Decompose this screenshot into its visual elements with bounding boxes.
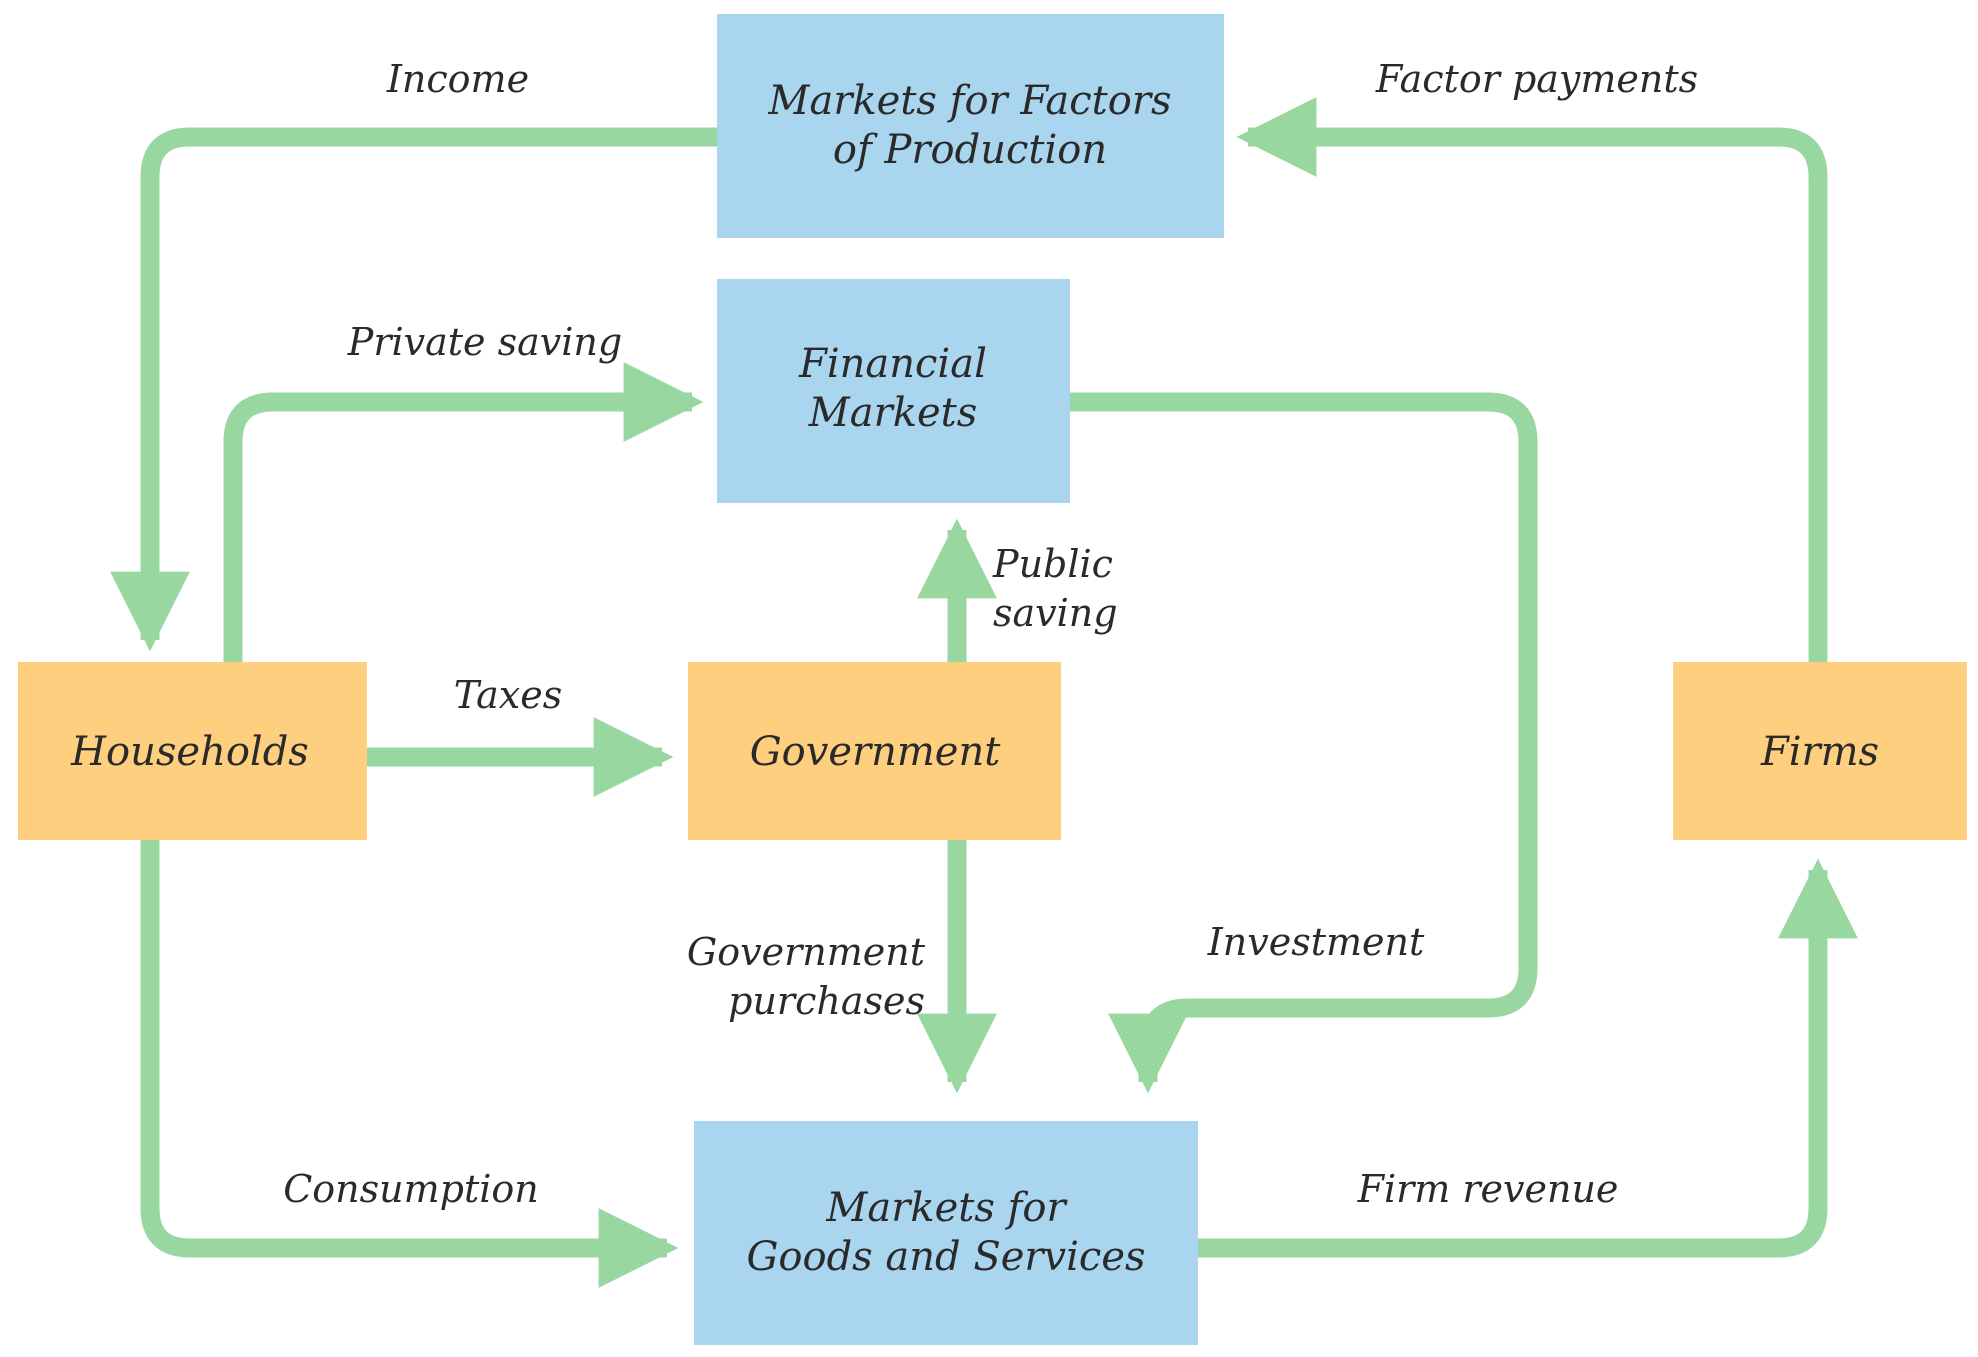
factor-payments-label: Factor payments — [1375, 57, 1698, 101]
income-flow-arrow — [110, 127, 717, 652]
government-purchases-label-line1: Government — [687, 930, 926, 974]
households-label: Households — [70, 729, 309, 775]
financial-markets-label-line2: Markets — [808, 390, 977, 436]
factor-payments-flow-arrow — [1236, 97, 1828, 662]
private-saving-flow-arrow — [223, 362, 704, 662]
financial-markets-label-line1: Financial — [798, 341, 987, 387]
consumption-flow-arrow — [140, 840, 679, 1288]
firms-node: Firms — [1673, 662, 1967, 840]
public-saving-label-line2: saving — [993, 591, 1118, 635]
households-node: Households — [18, 662, 367, 840]
firm-revenue-label: Firm revenue — [1357, 1167, 1619, 1211]
factor-markets-label-line2: of Production — [833, 127, 1107, 173]
firms-box — [1673, 662, 1967, 840]
goods-markets-label-line2: Goods and Services — [746, 1234, 1145, 1280]
government-purchases-label-line2: purchases — [728, 979, 925, 1023]
private-saving-label: Private saving — [347, 320, 622, 364]
goods-markets-label-line1: Markets for — [825, 1185, 1068, 1231]
public-saving-label-line1: Public — [992, 542, 1113, 586]
government-label: Government — [750, 729, 1002, 775]
flow-arrows — [110, 97, 1858, 1288]
consumption-label: Consumption — [283, 1167, 539, 1211]
financial-markets-node: Financial Markets — [717, 279, 1070, 503]
investment-label: Investment — [1207, 920, 1425, 964]
taxes-label: Taxes — [454, 673, 562, 717]
factor-markets-label-line1: Markets for Factors — [768, 78, 1172, 124]
goods-markets-node: Markets for Goods and Services — [694, 1121, 1198, 1345]
firm-revenue-flow-arrow — [1198, 858, 1858, 1258]
households-box — [18, 662, 367, 840]
factor-markets-node: Markets for Factors of Production — [717, 14, 1224, 238]
investment-flow-arrow — [1070, 392, 1538, 1094]
government-box — [688, 662, 1061, 840]
firms-label: Firms — [1760, 729, 1879, 775]
goods-markets-box — [694, 1121, 1198, 1345]
income-label: Income — [386, 57, 529, 101]
factor-markets-box — [717, 14, 1224, 238]
government-node: Government — [688, 662, 1061, 840]
financial-markets-box — [717, 279, 1070, 503]
